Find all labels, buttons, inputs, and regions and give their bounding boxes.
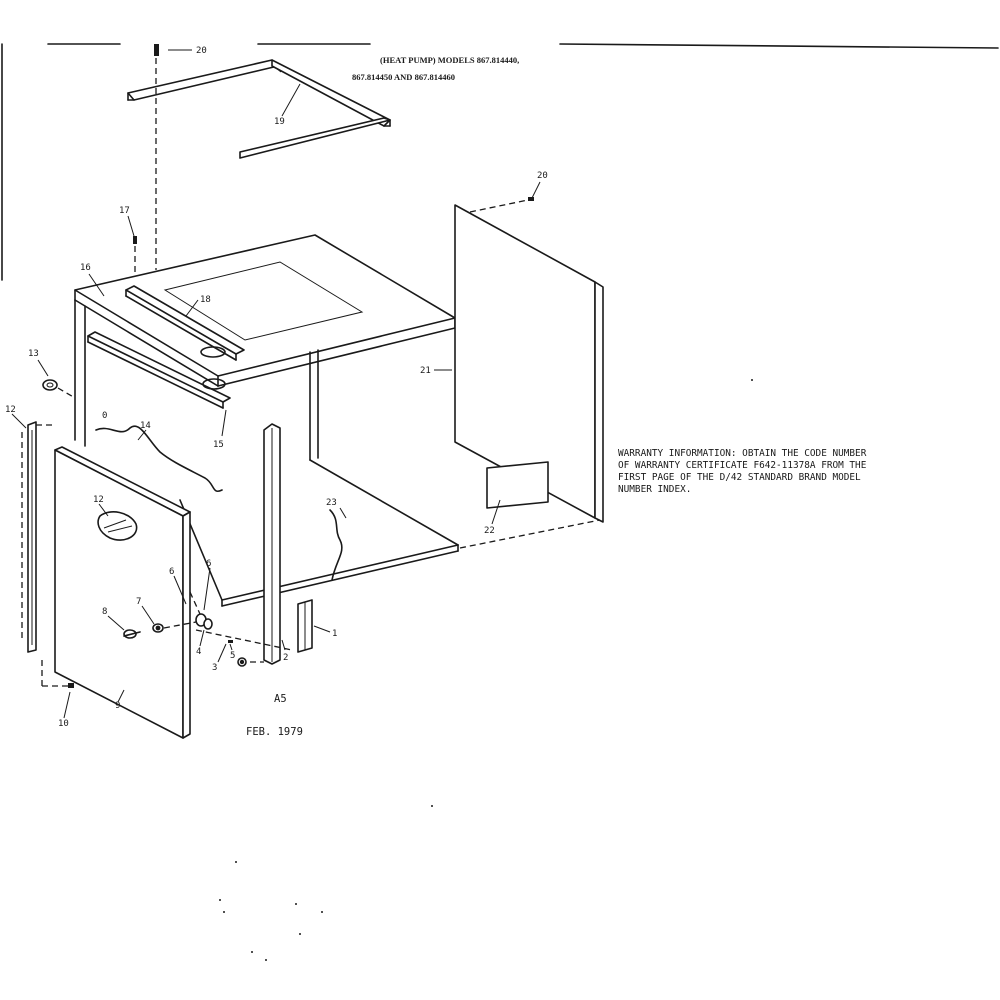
screw-17 xyxy=(133,236,137,244)
leader-15 xyxy=(221,409,227,437)
warranty-note: WARRANTY INFORMATION: OBTAIN THE CODE NU… xyxy=(618,448,867,495)
callout-20-back: 20 xyxy=(537,171,548,181)
callout-16: 16 xyxy=(80,263,91,273)
dashed-leader-front xyxy=(195,629,293,651)
dashed-leader-13 xyxy=(57,387,76,399)
leader-9 xyxy=(117,689,125,703)
callout-18: 18 xyxy=(200,295,211,305)
callout-15: 15 xyxy=(213,440,224,450)
callout-4: 4 xyxy=(196,647,201,657)
callout-1: 1 xyxy=(332,629,337,639)
callout-22: 22 xyxy=(484,526,495,536)
leader-8 xyxy=(107,615,125,631)
callout-21: 21 xyxy=(420,366,431,376)
top-bracket-18 xyxy=(125,285,245,361)
dashed-leader-back-bottom xyxy=(459,519,601,549)
screw-top xyxy=(154,44,192,56)
torn-line-14 xyxy=(95,425,223,492)
scan-specks xyxy=(219,379,753,961)
warranty-line-3: FIRST PAGE OF THE D/42 STANDARD BRAND MO… xyxy=(618,472,861,483)
callout-14: 14 xyxy=(140,421,151,431)
leader-16 xyxy=(88,273,105,297)
page-border xyxy=(1,43,999,281)
grommet-13 xyxy=(42,379,58,391)
callout-6-right: 6 xyxy=(206,559,211,569)
back-panel-21 xyxy=(454,204,604,523)
leader-13 xyxy=(37,359,49,377)
leader-17 xyxy=(127,215,135,237)
front-door-panel xyxy=(54,446,191,739)
torn-line-23 xyxy=(329,509,343,581)
callout-12-left: 12 xyxy=(5,405,16,415)
callout-3: 3 xyxy=(212,663,217,673)
left-side-strip xyxy=(21,421,37,653)
callout-17: 17 xyxy=(119,206,130,216)
leader-22 xyxy=(491,499,501,525)
callout-10: 10 xyxy=(58,719,69,729)
leader-23 xyxy=(339,507,347,519)
dashed-leader-back-screw xyxy=(469,199,529,213)
leader-14 xyxy=(137,429,147,441)
callout-6-left: 6 xyxy=(169,567,174,577)
leader-5 xyxy=(229,643,233,651)
revision-date: FEB. 1979 xyxy=(246,726,303,738)
warranty-line-2: OF WARRANTY CERTIFICATE F642-11378A FROM… xyxy=(618,460,867,471)
leader-7 xyxy=(141,605,155,625)
leader-18 xyxy=(185,299,199,317)
model-header-line-1: (HEAT PUMP) MODELS 867.814440, xyxy=(380,55,519,65)
screw-10 xyxy=(68,683,74,688)
callout-7: 7 xyxy=(136,597,141,607)
callout-5: 5 xyxy=(230,651,235,661)
section-code: A5 xyxy=(274,693,287,705)
callout-9: 9 xyxy=(115,701,120,711)
leader-6-left xyxy=(173,575,187,605)
leader-1 xyxy=(313,625,331,633)
leader-6-right xyxy=(203,567,211,611)
front-post xyxy=(263,423,281,665)
callout-8: 8 xyxy=(102,607,107,617)
cabinet-frame xyxy=(74,299,459,607)
warranty-line-1: WARRANTY INFORMATION: OBTAIN THE CODE NU… xyxy=(618,448,867,459)
model-header-line-2: 867.814450 AND 867.814460 xyxy=(352,72,455,82)
callout-13: 13 xyxy=(28,349,39,359)
leader-12-door xyxy=(98,503,109,517)
callout-2: 2 xyxy=(283,653,288,663)
bracket-1 xyxy=(297,599,313,653)
callout-12-door: 12 xyxy=(93,495,104,505)
leader-19 xyxy=(281,83,301,117)
zero-mark: 0 xyxy=(102,411,107,421)
callout-20-top: 20 xyxy=(196,46,207,56)
leader-10 xyxy=(63,691,71,719)
leader-4 xyxy=(199,629,205,647)
top-rail-frame xyxy=(127,59,391,159)
warranty-line-4: NUMBER INDEX. xyxy=(618,484,691,495)
callout-19: 19 xyxy=(274,117,285,127)
leader-12-left xyxy=(11,413,27,429)
leader-20-back xyxy=(531,181,541,199)
screw-back xyxy=(528,197,534,201)
leader-3 xyxy=(217,643,227,663)
callout-23: 23 xyxy=(326,498,337,508)
door-hardware xyxy=(123,591,247,667)
